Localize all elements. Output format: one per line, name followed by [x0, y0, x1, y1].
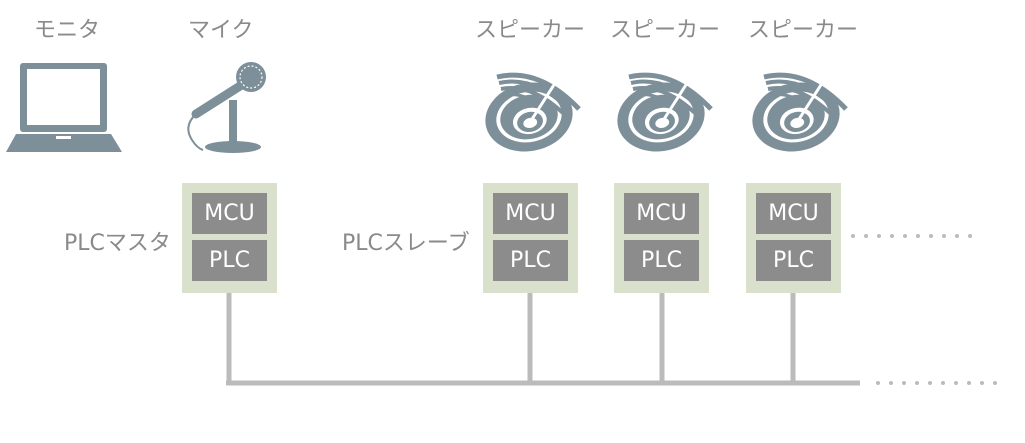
plc-slave-label: PLCスレーブ	[342, 231, 470, 256]
plc-bus	[226, 293, 860, 386]
speaker-icon	[746, 75, 846, 160]
continuation-dots	[851, 234, 997, 385]
plc-master-node: MCU PLC	[182, 183, 277, 293]
plc-master-label: PLCマスタ	[64, 231, 171, 256]
speaker-icon	[479, 75, 579, 160]
mic-label: マイク	[188, 18, 254, 43]
mcu-chip: MCU	[493, 193, 568, 234]
speaker-label: スピーカー	[609, 18, 721, 43]
mcu-chip: MCU	[624, 193, 699, 234]
mcu-chip: MCU	[756, 193, 831, 234]
laptop-icon	[6, 63, 122, 152]
speaker-label: スピーカー	[474, 18, 586, 43]
plc-chip: PLC	[624, 240, 699, 281]
monitor-label: モニタ	[34, 18, 101, 43]
speaker-icon	[611, 75, 711, 160]
plc-slave-node: MCU PLC	[483, 183, 578, 293]
plc-chip: PLC	[192, 240, 267, 281]
plc-chip: PLC	[493, 240, 568, 281]
speaker-label: スピーカー	[747, 18, 859, 43]
mcu-chip: MCU	[192, 193, 267, 234]
microphone-icon	[187, 62, 266, 153]
plc-chip: PLC	[756, 240, 831, 281]
plc-slave-node: MCU PLC	[746, 183, 841, 293]
plc-slave-node: MCU PLC	[614, 183, 709, 293]
